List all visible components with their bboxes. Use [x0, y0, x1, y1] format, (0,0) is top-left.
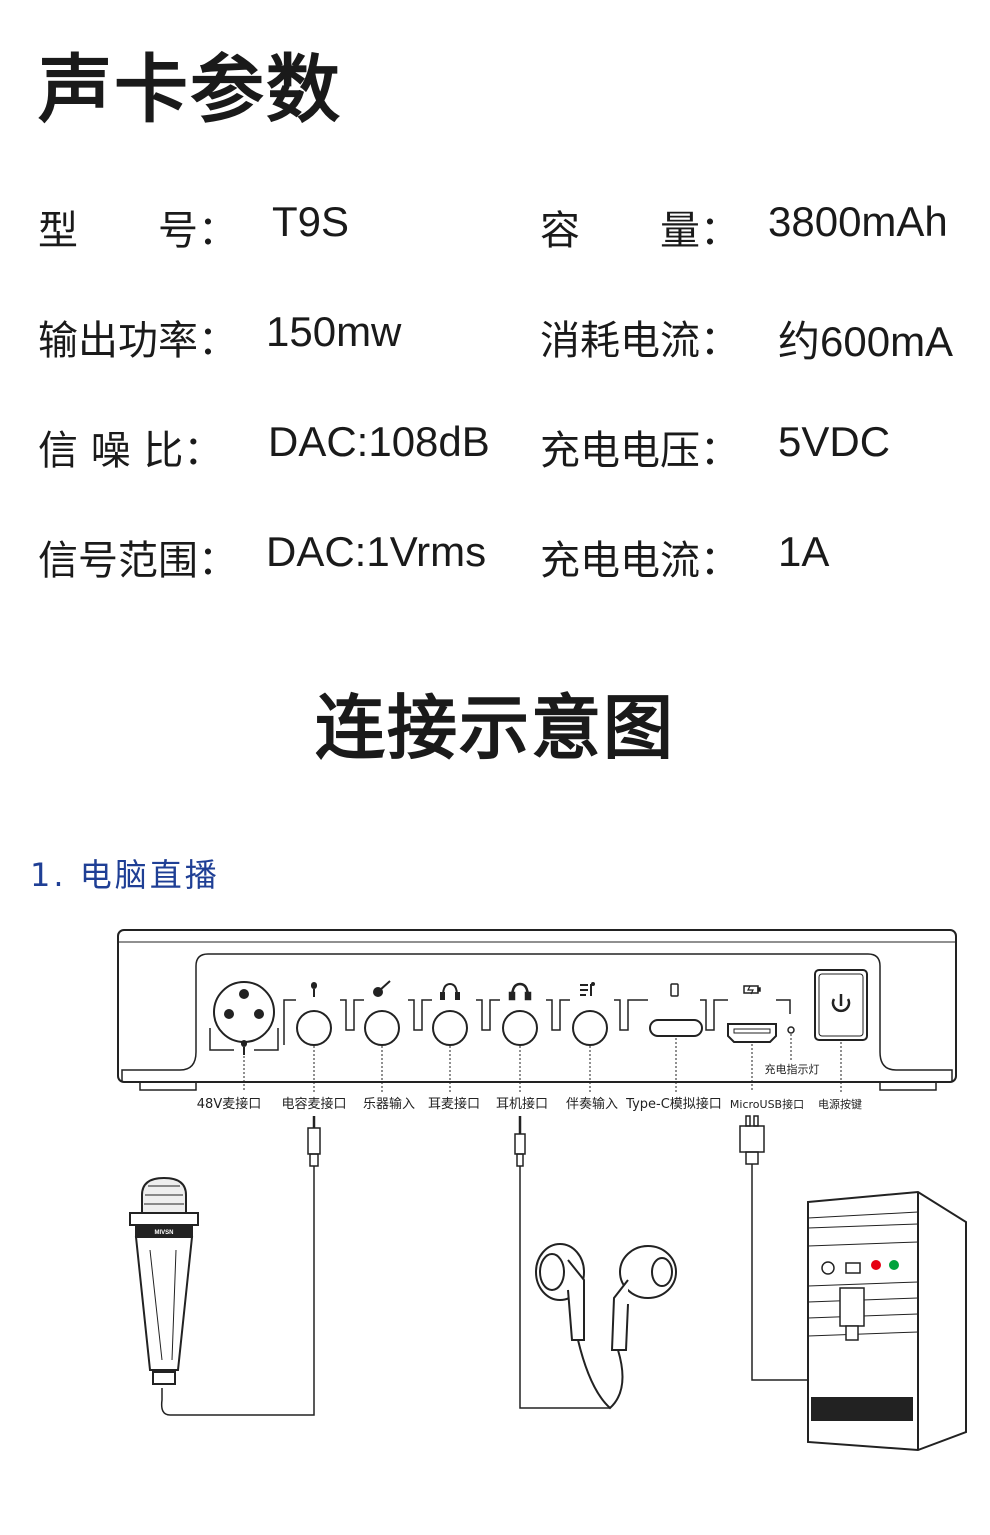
signal-range-label: 信号范围： — [38, 538, 238, 584]
microusb-port — [727, 1023, 777, 1043]
label-microusb: MicroUSB接口 — [730, 1098, 804, 1111]
connection-diagram: 48V麦接口 电容麦接口 乐器输入 耳麦接口 耳机接口 伴奏输入 Type-C模… — [117, 929, 967, 1452]
headphones-icon — [508, 982, 532, 1001]
accompaniment-input-port — [572, 1010, 608, 1046]
label-instrument-input: 乐器输入 — [363, 1096, 415, 1112]
music-icon — [580, 982, 595, 996]
model-label: 型 号： — [38, 208, 238, 254]
instrument-input-port — [364, 1010, 400, 1046]
charge-current-label: 充电电流： — [540, 538, 740, 584]
red-led — [871, 1260, 881, 1270]
consumption-label: 消耗电流： — [540, 318, 740, 364]
charge-current-value: 1A — [778, 528, 830, 575]
output-power-value: 150mw — [266, 308, 402, 355]
model-value: T9S — [272, 198, 350, 245]
headphone-port — [502, 1010, 538, 1046]
charge-led — [787, 1026, 795, 1034]
capacity-label: 容 量： — [540, 208, 740, 254]
connection-subtitle: 1. 电脑直播 — [30, 856, 220, 894]
microphone-icon — [311, 982, 317, 997]
label-charge-led: 充电指示灯 — [765, 1062, 820, 1076]
output-power-label: 输出功率： — [38, 318, 238, 364]
connection-title: 连接示意图 — [315, 687, 675, 769]
label-condenser-mic: 电容麦接口 — [281, 1096, 346, 1112]
signal-range-value: DAC:1Vrms — [266, 528, 487, 575]
soundcard-body — [117, 929, 957, 1083]
charge-voltage-value: 5VDC — [778, 418, 891, 465]
consumption-value: 约600mA — [778, 318, 954, 365]
earphones — [535, 1243, 677, 1410]
headphone-plug — [514, 1133, 526, 1155]
headset-mic-port — [432, 1010, 468, 1046]
power-button — [814, 969, 868, 1041]
label-headphone: 耳机接口 — [496, 1096, 548, 1112]
guitar-icon — [373, 980, 391, 997]
capacity-value: 3800mAh — [768, 198, 948, 245]
label-power-button: 电源按键 — [818, 1097, 862, 1111]
mic-brand: MIVSN — [154, 1230, 173, 1236]
power-icon — [831, 994, 851, 1013]
phone-icon — [670, 983, 679, 997]
label-accompaniment-input: 伴奏输入 — [566, 1096, 618, 1112]
condenser-mic-port — [296, 1010, 332, 1046]
label-48v: 48V麦接口 — [197, 1096, 261, 1112]
green-led — [889, 1260, 899, 1270]
typec-port — [649, 1019, 703, 1037]
battery-icon — [743, 985, 761, 995]
label-headset-mic: 耳麦接口 — [428, 1096, 480, 1112]
page-title: 声卡参数 — [38, 47, 342, 133]
snr-value: DAC:108dB — [268, 418, 490, 465]
handheld-microphone — [129, 1176, 199, 1385]
headset-icon — [440, 982, 460, 1000]
snr-label: 信 噪 比： — [38, 428, 224, 474]
xlr-microphone-icon — [241, 1040, 247, 1055]
computer-tower — [807, 1190, 967, 1452]
charge-voltage-label: 充电电压： — [540, 428, 740, 474]
mic-plug — [307, 1127, 321, 1155]
usb-plug — [739, 1125, 765, 1153]
label-typec: Type-C模拟接口 — [625, 1096, 722, 1112]
